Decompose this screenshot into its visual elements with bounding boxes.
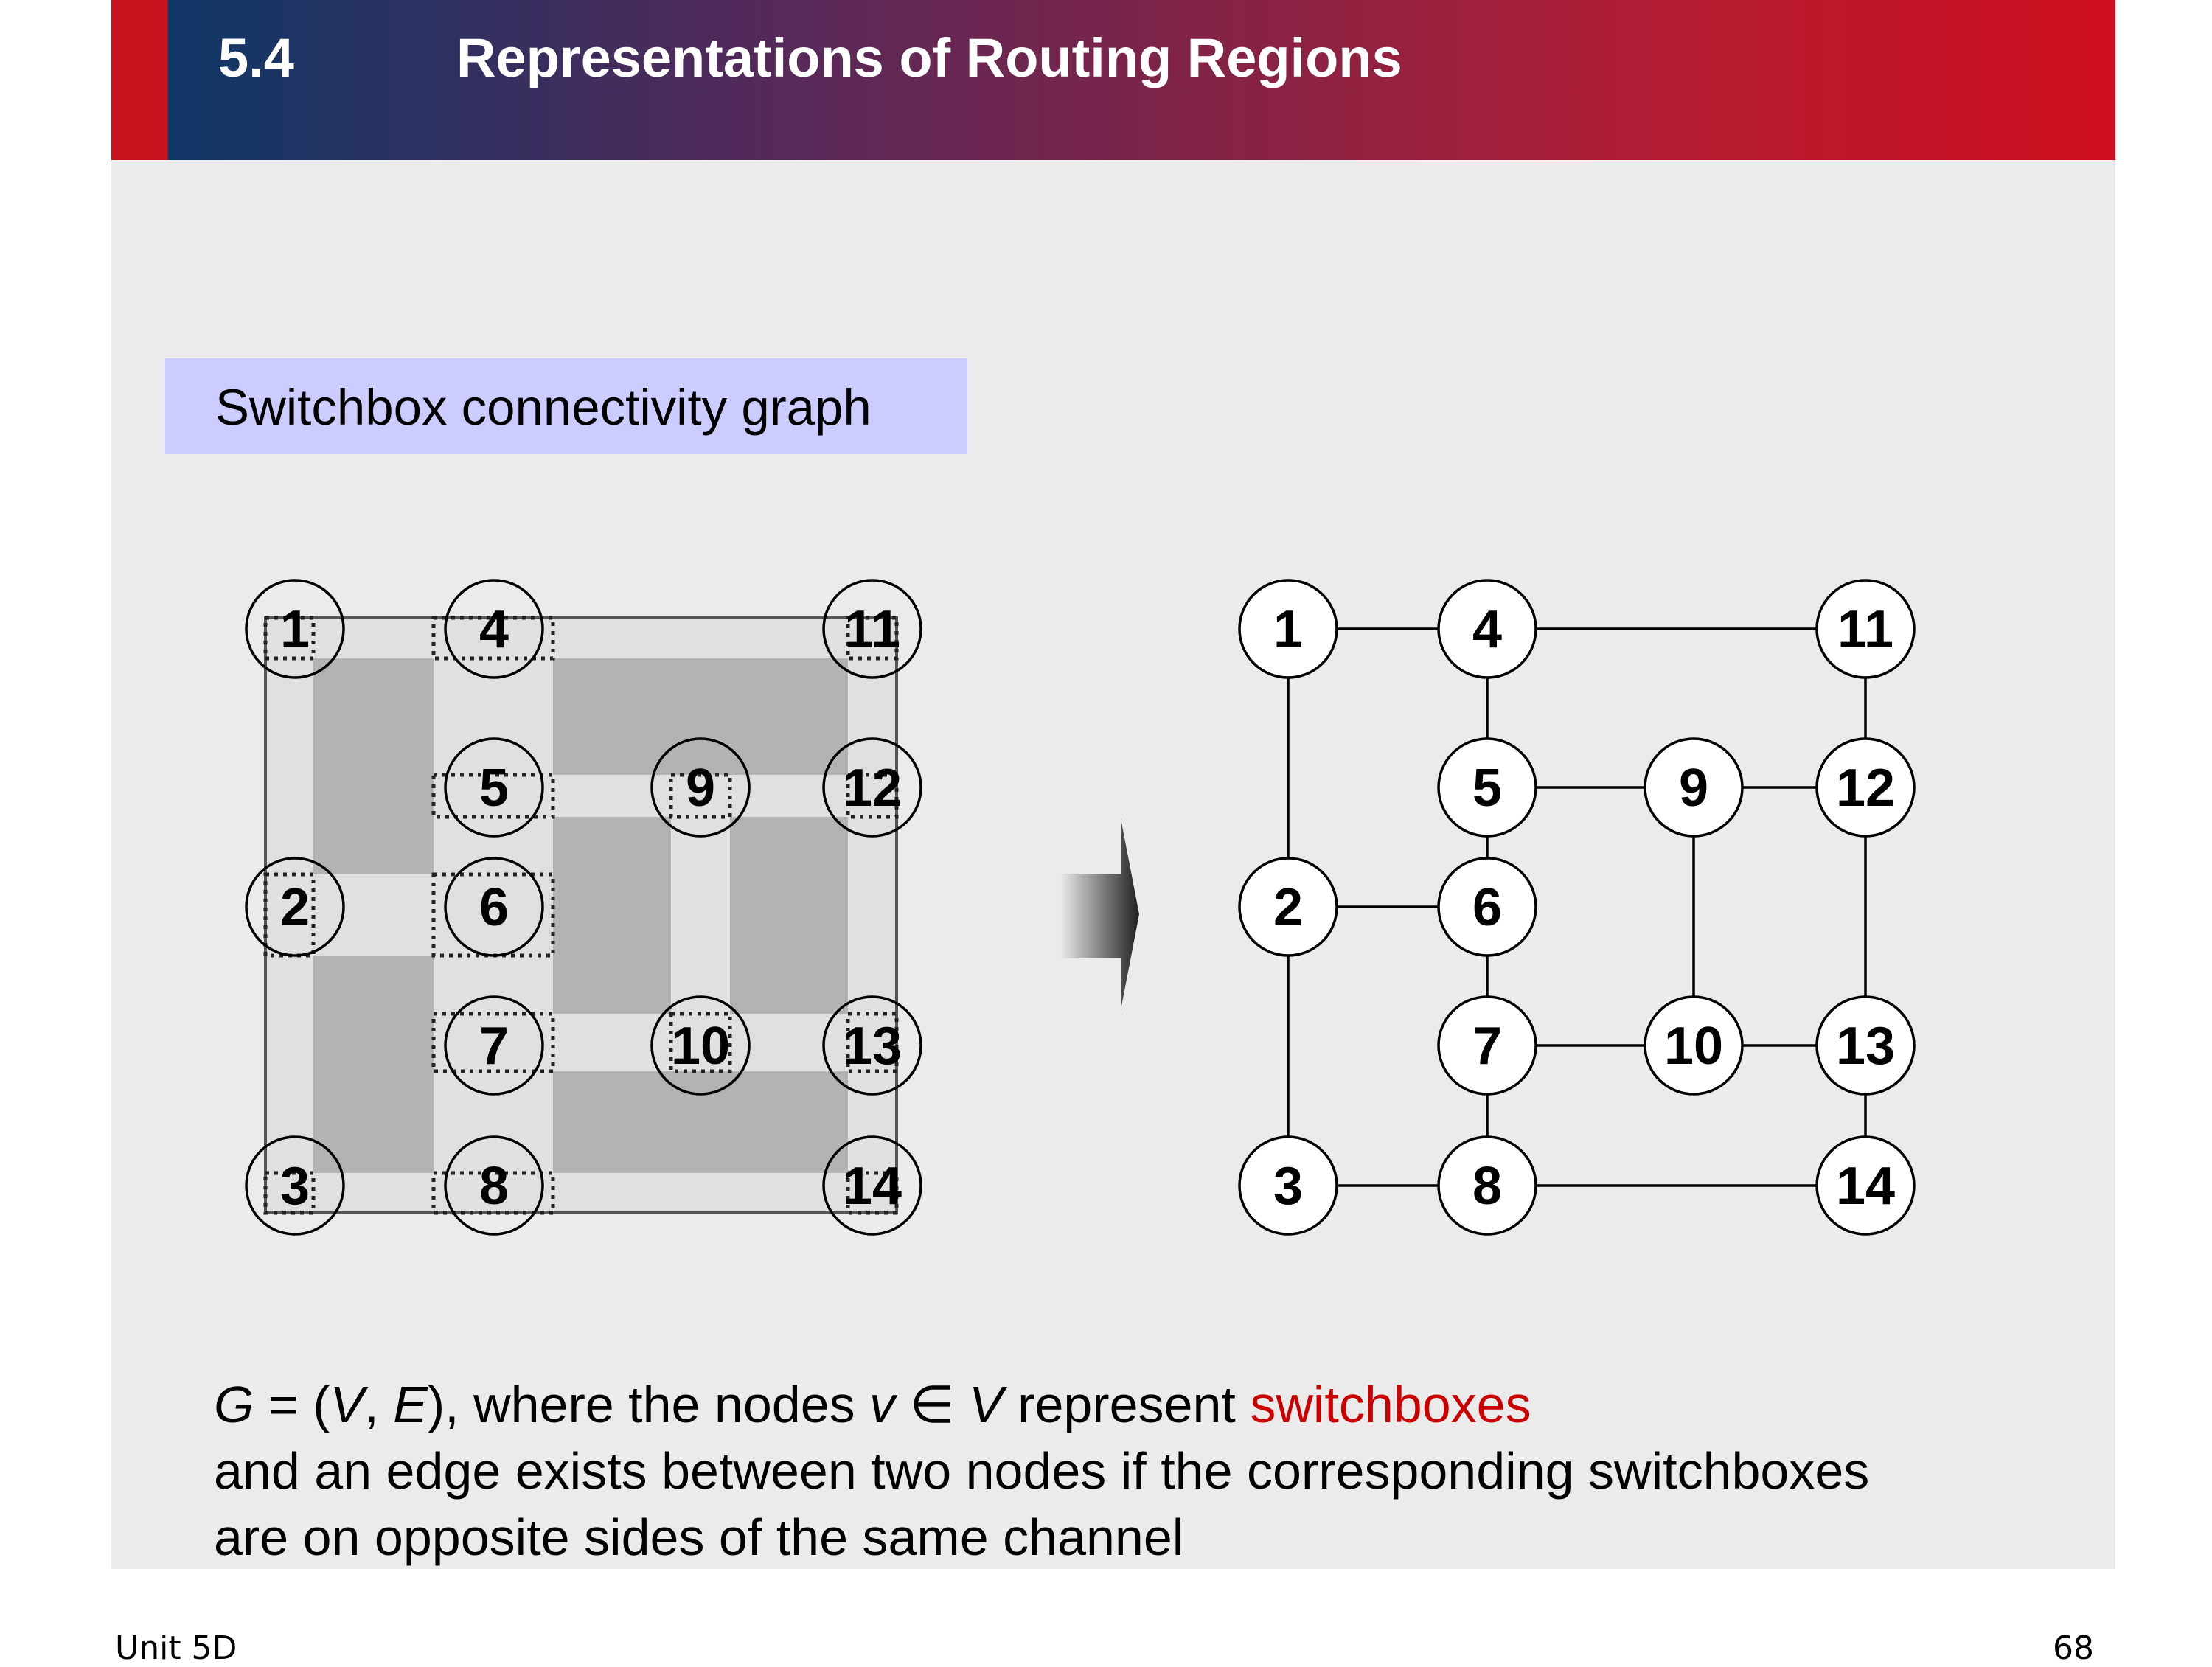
graph-node-circle-5 (1437, 737, 1537, 838)
cell-block (553, 658, 848, 775)
graph-node-circle-11 (1815, 579, 1916, 679)
graph-node-label-6: 6 (1472, 878, 1502, 937)
graph-node-label-1: 1 (1273, 600, 1303, 659)
switchbox-circle-6 (444, 857, 544, 957)
switchbox-label-4: 4 (479, 600, 509, 659)
graph-node-circle-1 (1238, 579, 1338, 679)
graph-node-label-3: 3 (1273, 1157, 1303, 1216)
footer-page-number: 68 (2053, 1629, 2094, 1667)
graph-node-label-4: 4 (1472, 600, 1502, 659)
graph-node-circle-7 (1437, 995, 1537, 1096)
switchbox-label-14: 14 (843, 1157, 902, 1216)
switchbox-label-8: 8 (479, 1157, 509, 1216)
footer-unit: Unit 5D (115, 1629, 237, 1667)
caption-element-of: ∈ (895, 1376, 969, 1433)
switchbox-label-10: 10 (671, 1017, 730, 1076)
switchbox-label-7: 7 (479, 1017, 509, 1076)
section-number: 5.4 (218, 27, 294, 88)
caption-line-1: G = (V, E), where the nodes v ∈ V repres… (214, 1371, 1869, 1438)
graph-node-circle-6 (1437, 857, 1537, 957)
switchbox-circle-13 (822, 995, 922, 1096)
switchbox-circle-8 (444, 1135, 544, 1236)
switchbox-circle-11 (822, 579, 922, 679)
switchbox-circle-4 (444, 579, 544, 679)
graph-node-label-11: 11 (1837, 600, 1893, 659)
graph-node-circle-14 (1815, 1135, 1916, 1236)
switchbox-label-11: 11 (844, 600, 900, 659)
caption-symbol-e: E (393, 1376, 428, 1433)
switchbox-circle-3 (245, 1135, 345, 1236)
caption: G = (V, E), where the nodes v ∈ V repres… (214, 1371, 1869, 1570)
graph-node-circle-3 (1238, 1135, 1338, 1236)
graph-node-circle-13 (1815, 995, 1916, 1096)
subtitle-box: Switchbox connectivity graph (165, 358, 967, 454)
graph-node-label-12: 12 (1836, 759, 1895, 818)
graph-node-label-9: 9 (1679, 759, 1708, 818)
caption-symbol-v-lower: v (869, 1376, 896, 1433)
caption-symbol-v: V (330, 1376, 365, 1433)
caption-text: represent (1003, 1376, 1251, 1433)
graph-node-circle-2 (1238, 857, 1338, 957)
switchbox-label-3: 3 (280, 1157, 310, 1216)
switchbox-label-6: 6 (479, 878, 509, 937)
cell-block (730, 817, 848, 1014)
transform-arrow-icon (1060, 818, 1139, 1010)
graph-edge-group (1287, 627, 1867, 1187)
caption-line-3: are on opposite sides of the same channe… (214, 1508, 1184, 1566)
graph-node-circle-9 (1644, 737, 1744, 838)
graph-node-circle-10 (1644, 995, 1744, 1096)
graph-node-circle-4 (1437, 579, 1537, 679)
graph-node-label-10: 10 (1664, 1017, 1723, 1076)
title-bar (111, 0, 2115, 160)
graph-node-label-7: 7 (1472, 1017, 1502, 1076)
switchbox-circle-9 (650, 737, 751, 838)
cell-block (553, 817, 671, 1014)
switchbox-circle-1 (245, 579, 345, 679)
graph-node-label-2: 2 (1273, 878, 1303, 937)
cell-block (313, 956, 434, 1173)
caption-text: ), where the nodes (427, 1376, 870, 1433)
switchbox-label-12: 12 (843, 759, 902, 818)
switchbox-label-1: 1 (280, 600, 310, 659)
graph-node-label-14: 14 (1836, 1157, 1895, 1216)
switchbox-circle-2 (245, 857, 345, 957)
switchbox-circle-12 (822, 737, 922, 838)
switchbox-label-5: 5 (479, 759, 509, 818)
graph-node-label-13: 13 (1836, 1017, 1895, 1076)
graph-node-circle-8 (1437, 1135, 1537, 1236)
cell-block (553, 1071, 848, 1173)
subtitle-text: Switchbox connectivity graph (215, 379, 872, 436)
slide-title: Representations of Routing Regions (456, 27, 1402, 88)
caption-highlight: switchboxes (1250, 1376, 1531, 1433)
switchbox-label-9: 9 (686, 759, 715, 818)
graph-node-circle-12 (1815, 737, 1916, 838)
switchbox-circle-7 (444, 995, 544, 1096)
graph-node-label-5: 5 (1472, 759, 1502, 818)
switchbox-circle-10 (650, 995, 751, 1096)
caption-line-2: and an edge exists between two nodes if … (214, 1442, 1870, 1500)
caption-symbol-g: G (214, 1376, 254, 1433)
caption-symbol-v: V (968, 1376, 1004, 1433)
caption-text: , (364, 1376, 394, 1433)
switchbox-circle-14 (822, 1135, 922, 1236)
graph-node-label-8: 8 (1472, 1157, 1502, 1216)
caption-text: = ( (254, 1376, 330, 1433)
switchbox-circle-5 (444, 737, 544, 838)
cell-block (313, 658, 434, 874)
switchbox-label-2: 2 (280, 878, 310, 937)
switchbox-label-13: 13 (843, 1017, 902, 1076)
